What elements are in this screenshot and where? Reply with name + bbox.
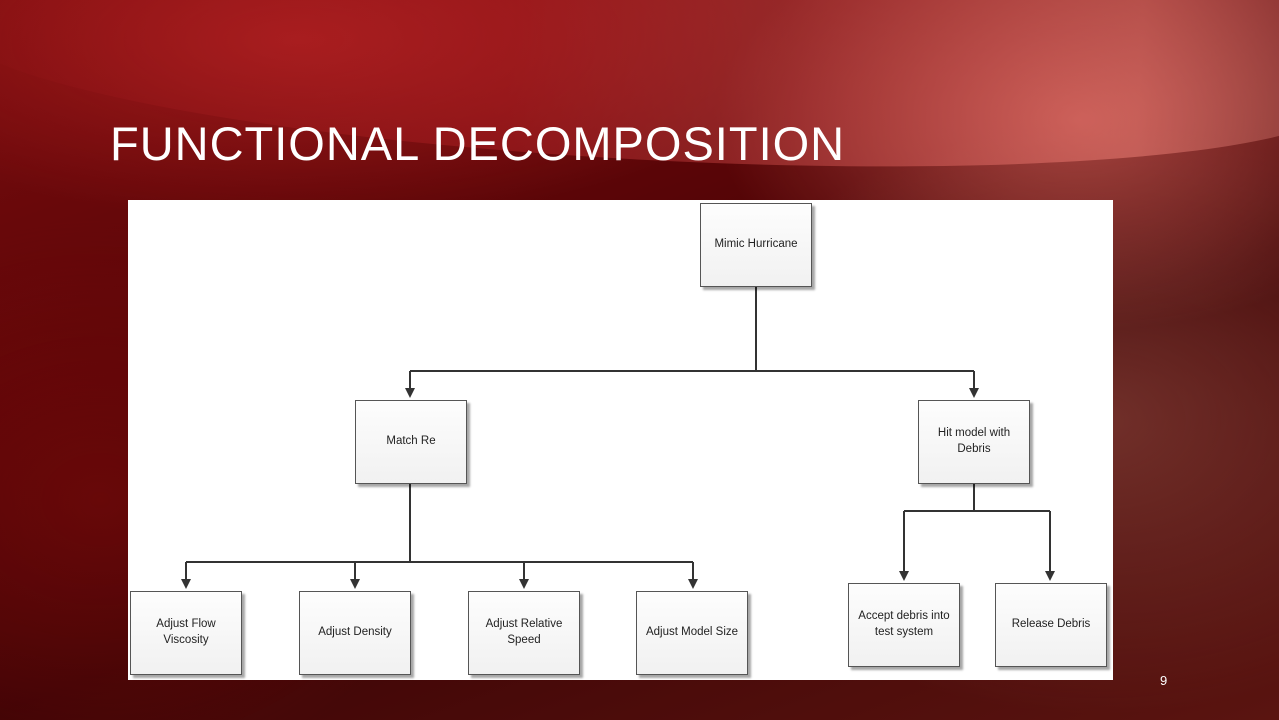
diagram-panel: Mimic Hurricane Match Re Hit model with … [128,200,1113,680]
box-adjust-model-size: Adjust Model Size [636,591,748,675]
box-hit-model-with-debris: Hit model with Debris [918,400,1030,484]
box-release-debris: Release Debris [995,583,1107,667]
box-adjust-relative-speed: Adjust Relative Speed [468,591,580,675]
connector-lines [181,287,1055,589]
box-mimic-hurricane: Mimic Hurricane [700,203,812,287]
box-adjust-density: Adjust Density [299,591,411,675]
slide-title: FUNCTIONAL DECOMPOSITION [110,117,846,170]
box-accept-debris: Accept debris into test system [848,583,960,667]
slide-number: 9 [1160,673,1168,688]
box-match-re: Match Re [355,400,467,484]
box-adjust-flow-viscosity: Adjust Flow Viscosity [130,591,242,675]
